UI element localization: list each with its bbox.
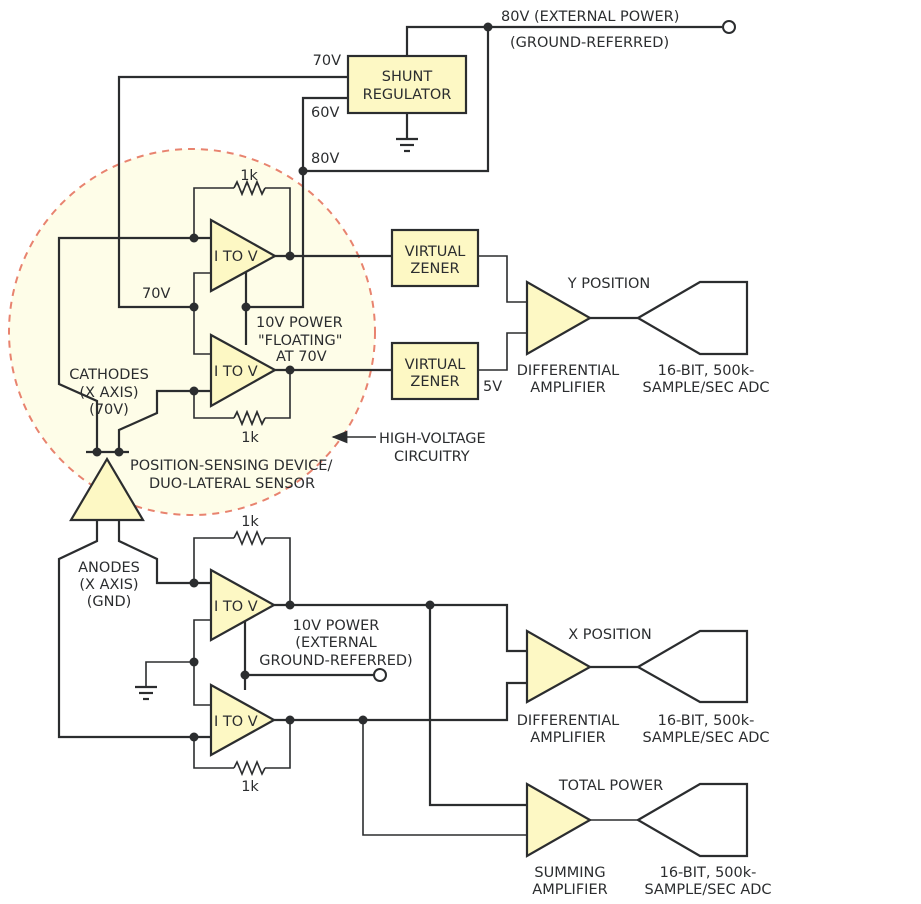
shunt-regulator-block [346,54,468,115]
cathodes-label: CATHODES [69,367,149,383]
y-position-title: Y POSITION [567,276,651,292]
resistor-label: 1k [241,514,259,530]
rail-70v-mid-label: 70V [142,286,170,302]
adc-icon [635,782,749,858]
zener-5v-label: 5V [483,379,502,395]
adc-label: SAMPLE/SEC ADC [642,380,769,396]
adc-label: 16-BIT, 500k- [658,363,755,379]
power-wiring [117,25,722,309]
rail-70v-label: 70V [313,53,341,69]
rail-60v-label: 60V [311,105,339,121]
junction-dot [285,715,295,725]
virtual-zener-label: ZENER [410,261,459,277]
amplifier-label: SUMMING [534,865,605,881]
cathodes-label: (70V) [89,402,129,418]
high-voltage-label: CIRCUITRY [394,449,470,465]
i-to-v-label: I TO V [214,599,258,615]
external-power-10v-label: 10V POWER [293,618,380,634]
amplifier-label: DIFFERENTIAL [517,713,620,729]
virtual-zener-label: VIRTUAL [405,357,466,373]
resistor-label: 1k [241,430,259,446]
junction-dot [241,302,251,312]
amplifier-label: AMPLIFIER [530,730,605,746]
amplifier-label: AMPLIFIER [530,380,605,396]
anodes-label: (GND) [87,594,132,610]
ground-icon [135,685,157,701]
adc-label: SAMPLE/SEC ADC [642,730,769,746]
virtual-zener-block [390,341,480,401]
junction-dot [189,732,199,742]
x-position-title: X POSITION [568,627,652,643]
junction-dot [298,166,308,176]
anodes-label: ANODES [78,560,140,576]
adc-label: 16-BIT, 500k- [658,713,755,729]
summing-amplifier [525,782,593,858]
junction-dot [285,600,295,610]
adc-icon [635,629,749,704]
junction-dot [240,670,250,680]
shunt-regulator-label: REGULATOR [363,87,452,103]
junction-dot [189,302,199,312]
high-voltage-label: HIGH-VOLTAGE [379,431,486,447]
i-to-v-amplifier [209,333,278,408]
junction-dot [92,447,102,457]
adc-label: SAMPLE/SEC ADC [644,882,771,898]
virtual-zener-block [390,228,480,288]
junction-dot [285,365,295,375]
junction-dot [285,251,295,261]
high-voltage-zone [8,148,376,516]
amplifier-label: DIFFERENTIAL [517,363,620,379]
junction-dot [114,447,124,457]
virtual-zener-label: ZENER [410,374,459,390]
y-position-wiring [478,255,638,371]
lower-i-to-v-wiring [57,520,527,836]
ground-referred-label: (GROUND-REFERRED) [510,35,669,51]
amplifier-label: AMPLIFIER [532,882,607,898]
adc-icon [635,280,749,356]
total-power-title: TOTAL POWER [558,778,663,794]
resistor-icon [233,759,266,777]
resistor-icon [233,529,266,547]
junction-dot [483,22,493,32]
external-power-10v-label: GROUND-REFERRED) [259,653,412,669]
sensor-label: POSITION-SENSING DEVICE/ [130,458,332,474]
external-10v-terminal [373,668,387,682]
cathodes-label: (X AXIS) [79,385,138,401]
external-80v-terminal [722,20,736,34]
differential-amplifier [525,280,593,356]
external-power-10v-label: (EXTERNAL [295,635,376,651]
resistor-label: 1k [240,168,258,184]
adc-label: 16-BIT, 500k- [660,865,757,881]
junction-dot [189,578,199,588]
junction-dot [189,657,199,667]
i-to-v-amplifier [209,218,278,293]
junction-dot [358,715,368,725]
virtual-zener-label: VIRTUAL [405,244,466,260]
position-sensor-icon [69,456,145,522]
junction-dot [189,233,199,243]
external-power-label: 80V (EXTERNAL POWER) [501,9,679,25]
floating-power-label: AT 70V [276,349,327,365]
junction-dot [425,600,435,610]
differential-amplifier [525,629,593,704]
i-to-v-label: I TO V [214,364,258,380]
floating-power-label: 10V POWER [256,315,343,331]
anodes-label: (X AXIS) [79,577,138,593]
resistor-label: 1k [241,779,259,795]
rail-80v-label: 80V [311,151,339,167]
i-to-v-amplifier [209,568,277,642]
floating-power-label: "FLOATING" [258,333,342,349]
sensor-label: DUO-LATERAL SENSOR [149,476,315,492]
i-to-v-label: I TO V [214,714,258,730]
i-to-v-amplifier [209,683,277,757]
shunt-regulator-label: SHUNT [382,69,433,85]
junction-dot [189,386,199,396]
i-to-v-label: I TO V [214,249,258,265]
